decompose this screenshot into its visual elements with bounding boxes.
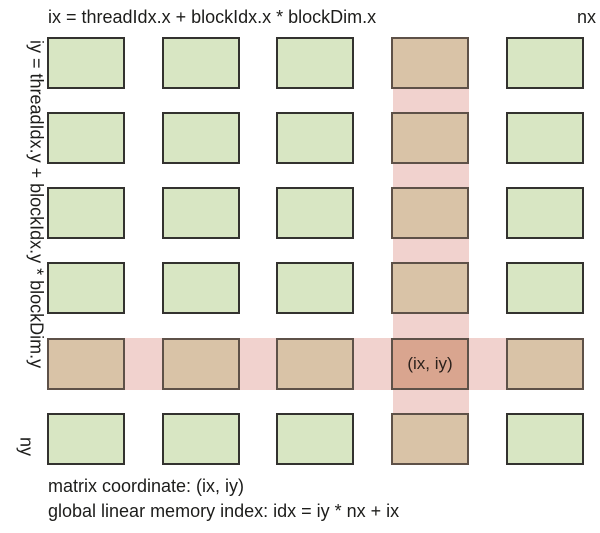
grid-cell [162,338,240,390]
grid-cell [506,338,584,390]
grid-cell [162,112,240,164]
grid-cell [162,37,240,89]
grid-cell [506,37,584,89]
x-index-formula: ix = threadIdx.x + blockIdx.x * blockDim… [48,7,377,27]
grid-cell [276,413,354,465]
nx-label: nx [576,7,596,27]
grid-cell [276,187,354,239]
grid-cell [162,187,240,239]
linear-memory-index-caption: global linear memory index: idx = iy * n… [48,501,400,521]
intersection-cell: (ix, iy) [391,338,469,390]
grid-cell [276,112,354,164]
grid-cell [47,338,125,390]
grid-cell [162,413,240,465]
grid-cell [47,112,125,164]
grid-cell [276,338,354,390]
grid-cell [391,413,469,465]
grid-cell [506,112,584,164]
grid-cell [47,413,125,465]
grid-cell [47,262,125,314]
grid-cell [47,37,125,89]
grid-cell [391,112,469,164]
intersection-coordinate-label: (ix, iy) [407,354,453,373]
y-index-formula: iy = threadIdx.y + blockIdx.y * blockDim… [26,40,47,369]
grid-cell [391,37,469,89]
column-highlight-band [393,37,469,465]
ny-label: ny [16,437,37,457]
grid-cell [276,262,354,314]
grid-cell [506,262,584,314]
grid-cell [391,187,469,239]
grid-cell [47,187,125,239]
grid-cell [276,37,354,89]
grid-cell [391,262,469,314]
grid-cell [162,262,240,314]
grid-cell [506,413,584,465]
matrix-coordinate-caption: matrix coordinate: (ix, iy) [48,476,245,496]
grid-cell [506,187,584,239]
